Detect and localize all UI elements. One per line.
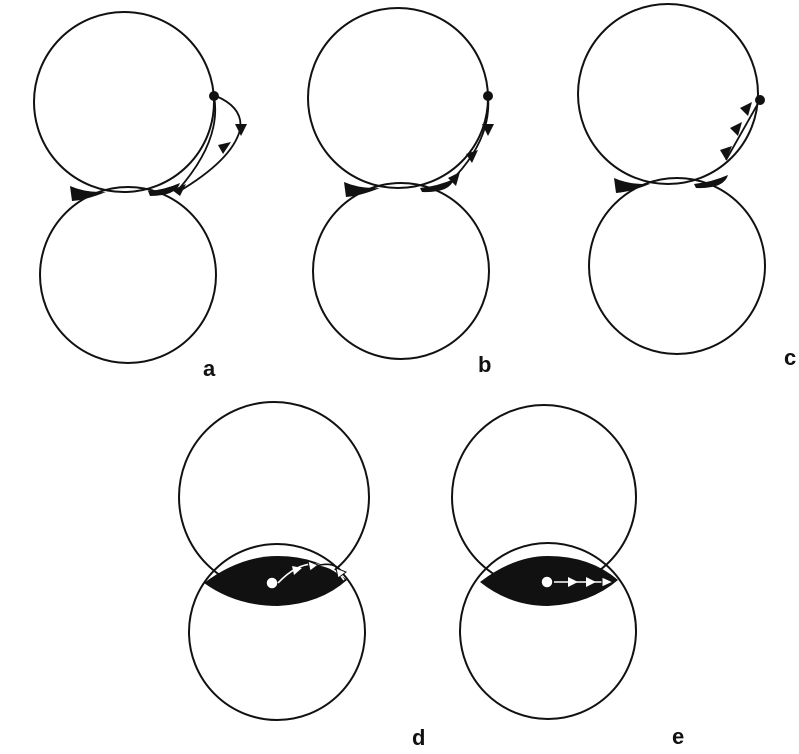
panel-c (578, 4, 765, 354)
surface-diffusion-arrow (450, 96, 488, 182)
panel-label-e: e (672, 726, 684, 748)
particle-lower (313, 183, 489, 359)
particle-upper (308, 8, 488, 188)
particle-lower (40, 187, 216, 363)
particle-lower (589, 178, 765, 354)
particle-upper (578, 4, 758, 184)
panel-label-d: d (412, 727, 425, 749)
panel-d (179, 402, 369, 720)
arrowhead (235, 124, 247, 136)
vacancy-dot (541, 576, 553, 588)
panel-b (308, 8, 494, 359)
panel-label-c: c (784, 347, 796, 369)
particle-upper (34, 12, 214, 192)
panel-a (34, 12, 247, 363)
panel-e (452, 405, 636, 719)
surface-diffusion-arrow (178, 96, 215, 190)
arrowhead (740, 102, 752, 116)
panel-label-b: b (478, 354, 491, 376)
panel-label-a: a (203, 358, 215, 380)
vacancy-dot (266, 577, 278, 589)
